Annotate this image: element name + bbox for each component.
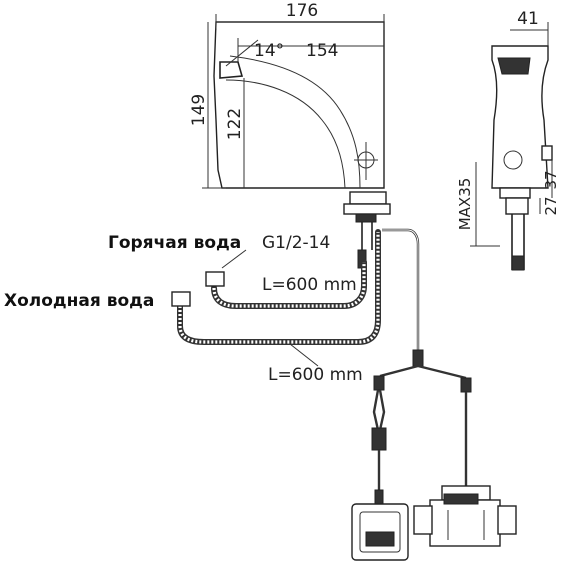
hose-length-leader bbox=[289, 343, 319, 367]
hot-water-hose bbox=[205, 249, 367, 309]
faucet-side-view: 41 MAX35 37 27 bbox=[456, 9, 560, 271]
hose-length-label-1: L=600 mm bbox=[262, 275, 357, 295]
dimension-width-top: 176 bbox=[215, 1, 385, 30]
dim-37-label: 37 bbox=[542, 170, 560, 189]
dimension-spout: 14° 154 bbox=[225, 38, 384, 67]
hot-water-label: Горячая вода bbox=[108, 233, 241, 253]
sensor-cable bbox=[371, 228, 472, 505]
hose-length-label-2: L=600 mm bbox=[268, 365, 363, 385]
dim-149-label: 149 bbox=[189, 94, 209, 126]
cable-connector-lower bbox=[371, 427, 387, 451]
dim-max35-label: MAX35 bbox=[456, 178, 474, 231]
cold-water-label: Холодная вода bbox=[4, 291, 154, 311]
thread-size-label: G1/2-14 bbox=[262, 233, 330, 253]
cable-connector-left bbox=[373, 375, 385, 391]
cold-water-fitting bbox=[171, 291, 191, 307]
cable-connector-main bbox=[412, 349, 424, 367]
dim-41-label: 41 bbox=[517, 9, 539, 29]
dim-122-label: 122 bbox=[225, 108, 245, 140]
cold-water-hose bbox=[171, 229, 381, 345]
dimension-height: 149 122 bbox=[189, 22, 245, 189]
power-connector bbox=[374, 489, 384, 505]
dim-154-label: 154 bbox=[306, 41, 338, 61]
dim-27-label: 27 bbox=[542, 196, 560, 215]
solenoid-valve bbox=[413, 485, 517, 547]
cable-connector-right bbox=[460, 377, 472, 393]
dim-176-label: 176 bbox=[286, 1, 318, 21]
hot-water-fitting bbox=[205, 271, 225, 287]
battery-box bbox=[351, 503, 409, 561]
faucet-front-view bbox=[213, 21, 391, 290]
dim-angle-label: 14° bbox=[254, 41, 284, 61]
